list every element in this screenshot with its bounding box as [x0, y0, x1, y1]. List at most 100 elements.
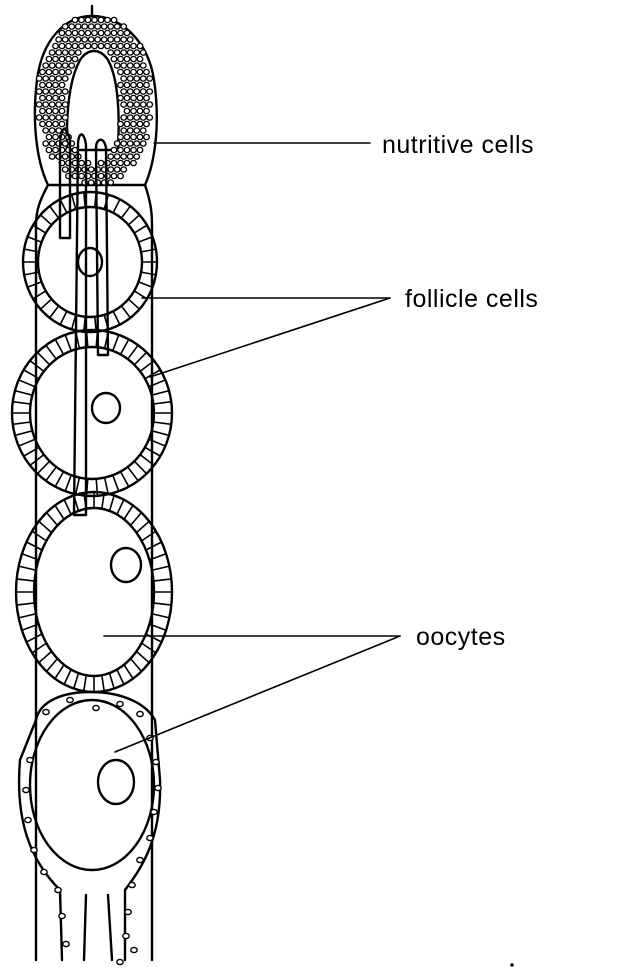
- nutritive-cell: [114, 154, 120, 159]
- label-nutritive-cells: nutritive cells: [382, 131, 534, 159]
- nutritive-cell: [56, 63, 62, 68]
- follicle-cell-wall: [28, 282, 42, 287]
- follicle-nucleus-dot: [31, 847, 37, 852]
- nutritive-cell: [134, 128, 140, 133]
- nutritive-cell: [127, 50, 133, 55]
- follicle-cell-wall: [74, 673, 79, 688]
- nutritive-cell: [124, 56, 130, 61]
- nutritive-cell: [69, 24, 75, 29]
- follicle-cell-wall: [117, 670, 124, 685]
- follicle-nucleus-dot: [125, 909, 131, 914]
- nutritive-cell: [118, 43, 124, 48]
- nutritive-cell: [118, 134, 124, 139]
- follicle-cell-wall: [134, 461, 146, 473]
- nutritive-cell: [46, 134, 52, 139]
- follicle-cell-wall: [50, 206, 59, 218]
- follicle-cell-wall: [136, 521, 149, 532]
- nutritive-cell: [92, 30, 98, 35]
- follicle-cell-wall: [110, 495, 115, 510]
- nutritive-cell: [98, 17, 104, 22]
- follicle-cell-wall: [153, 603, 171, 605]
- follicle-3: [16, 492, 172, 692]
- follicle-1-nucleus: [78, 248, 102, 276]
- nutritive-cell: [137, 82, 143, 87]
- nutritive-cell: [56, 89, 62, 94]
- nutritive-cell: [111, 160, 117, 165]
- nutritive-cell: [46, 108, 52, 113]
- nutritive-cell: [66, 56, 72, 61]
- follicle-cell-wall: [39, 651, 52, 662]
- nutritive-cell: [88, 24, 94, 29]
- follicle-cell-wall: [131, 659, 142, 672]
- nutritive-cell: [49, 128, 55, 133]
- nutritive-cell: [43, 76, 49, 81]
- nutritive-cell: [36, 115, 42, 120]
- follicle-cell-wall: [152, 431, 169, 436]
- nutritive-cell: [53, 121, 59, 126]
- nutritive-cell: [137, 56, 143, 61]
- nutritive-cell: [79, 160, 85, 165]
- leader-oocyte-2: [115, 636, 400, 752]
- nutritive-cell: [49, 141, 55, 146]
- label-follicle-cells: follicle cells: [405, 285, 538, 313]
- nutritive-cell: [137, 121, 143, 126]
- nutritive-cell: [111, 30, 117, 35]
- nutritive-cell: [131, 69, 137, 74]
- nutritive-cell: [98, 43, 104, 48]
- nutritive-cell: [92, 17, 98, 22]
- nutritive-cell: [121, 50, 127, 55]
- nutritive-cell: [111, 173, 117, 178]
- nutritive-cell: [108, 167, 114, 172]
- nutritive-cell: [131, 134, 137, 139]
- nutritive-cell: [121, 115, 127, 120]
- nutritive-cell: [108, 37, 114, 42]
- nutritive-cell: [36, 102, 42, 107]
- nutritive-cell: [121, 141, 127, 146]
- nutritive-cell: [62, 154, 68, 159]
- follicle-cell-wall: [72, 195, 76, 209]
- nutritive-cell: [75, 37, 81, 42]
- follicle-nucleus-dot: [67, 697, 73, 702]
- nutritive-cell: [127, 76, 133, 81]
- nutritive-cell: [121, 128, 127, 133]
- nutritive-cell: [62, 89, 68, 94]
- follicle-cell-wall: [55, 472, 63, 487]
- follicle-cell-wall: [46, 345, 56, 359]
- follicle-cell-wall: [128, 299, 139, 309]
- follicle-cell-wall: [121, 206, 130, 218]
- nutritive-cell: [53, 69, 59, 74]
- follicle-cell-wall: [113, 311, 120, 324]
- nutritive-cell: [144, 69, 150, 74]
- nutritive-cell: [40, 121, 46, 126]
- follicle-cell-wall: [28, 237, 42, 242]
- nutritive-cell: [121, 167, 127, 172]
- follicle-cell-wall: [113, 475, 119, 491]
- nutritive-cell: [131, 82, 137, 87]
- nutritive-cell: [108, 50, 114, 55]
- nutritive-cell: [40, 69, 46, 74]
- nutritive-cell: [121, 37, 127, 42]
- nutritive-cell: [134, 141, 140, 146]
- nutritive-cell: [66, 43, 72, 48]
- nutritive-cell: [66, 69, 72, 74]
- follicle-cell-wall: [46, 467, 56, 481]
- nutritive-cell: [49, 76, 55, 81]
- follicle-cell-wall: [131, 513, 142, 526]
- nutritive-cell: [95, 24, 101, 29]
- nutritive-cell: [137, 108, 143, 113]
- follicle-cell-wall: [142, 643, 156, 653]
- nutritive-cell: [144, 95, 150, 100]
- nutritive-cell: [46, 56, 52, 61]
- nutritive-cell: [124, 108, 130, 113]
- nutritive-cell: [114, 37, 120, 42]
- follicle-nucleus-dot: [123, 933, 129, 938]
- nutritive-cell: [75, 50, 81, 55]
- nutritive-cell: [127, 89, 133, 94]
- nutritive-cell: [134, 115, 140, 120]
- nutritive-cell: [121, 63, 127, 68]
- nutritive-cell: [118, 82, 124, 87]
- nutritive-cell: [118, 147, 124, 152]
- follicle-cell-wall: [40, 299, 51, 309]
- nutritive-cell: [46, 82, 52, 87]
